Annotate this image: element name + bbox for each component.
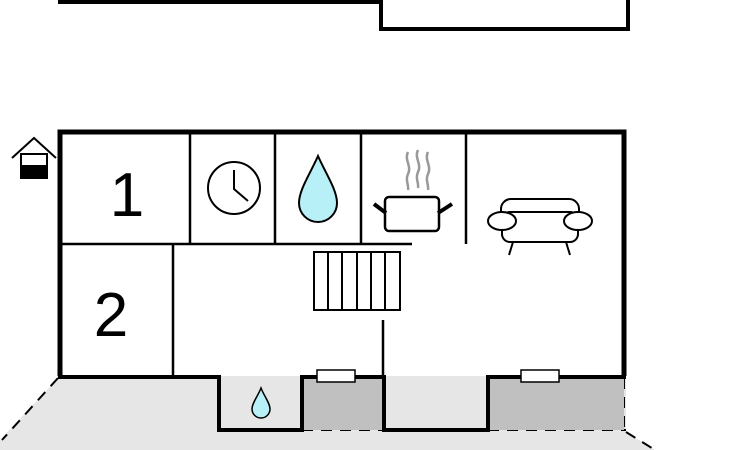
window-right xyxy=(520,369,560,383)
staircase-icon xyxy=(313,251,401,311)
balcony-right xyxy=(490,378,624,430)
house-entrance-icon xyxy=(11,136,57,179)
room-number-2: 2 xyxy=(94,281,128,350)
water-drop-icon xyxy=(297,153,339,223)
window-left xyxy=(316,369,356,383)
room-number-1: 1 xyxy=(110,161,144,230)
balcony-left xyxy=(304,378,382,430)
small-water-drop-icon xyxy=(251,385,271,419)
clock-icon xyxy=(207,161,261,215)
sofa-icon xyxy=(487,198,593,256)
interior-walls xyxy=(62,134,468,376)
upper-floor-fragment xyxy=(58,0,630,31)
main-floor-walls xyxy=(57,129,627,376)
cooking-pot-icon xyxy=(372,149,454,233)
